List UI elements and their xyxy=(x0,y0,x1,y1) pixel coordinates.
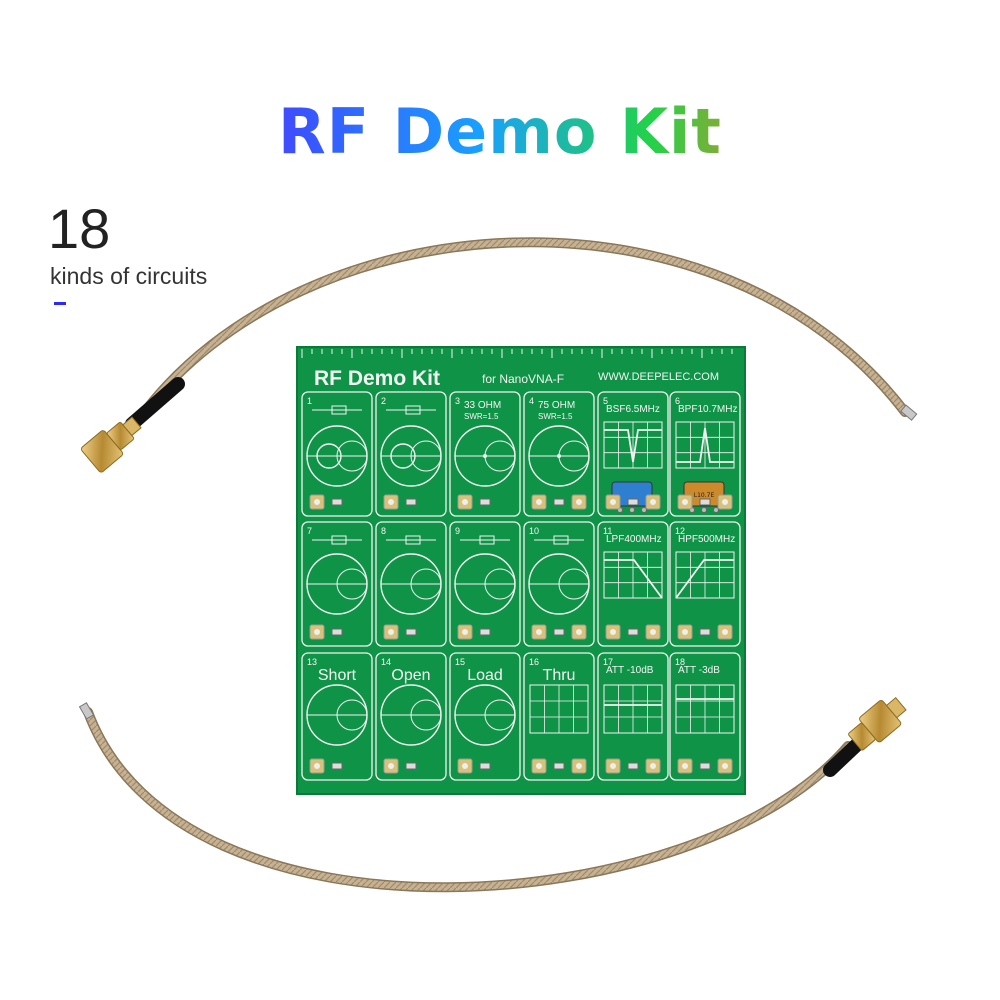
cell-label: Short xyxy=(318,667,357,684)
cell-label: 75 OHM xyxy=(538,400,575,411)
smd-component xyxy=(627,762,639,770)
smd-component xyxy=(479,762,491,770)
response-curve xyxy=(675,559,734,599)
smd-component xyxy=(479,628,491,636)
cell-number: 10 xyxy=(529,526,539,536)
pcb-cell-9: 9 xyxy=(449,521,521,647)
smd-component xyxy=(699,628,711,636)
pcb-website: WWW.DEEPELEC.COM xyxy=(598,371,719,383)
cell-sublabel: SWR=1.5 xyxy=(464,412,499,421)
smd-component xyxy=(331,498,343,506)
smd-component xyxy=(405,628,417,636)
cell-number: 2 xyxy=(381,396,386,406)
ufl-connector-left xyxy=(78,702,95,720)
pcb-cell-10: 10 xyxy=(523,521,595,647)
smd-component xyxy=(331,762,343,770)
cell-number: 1 xyxy=(307,396,312,406)
cell-label: 33 OHM xyxy=(464,400,501,411)
smd-component xyxy=(331,628,343,636)
component-mark: L10.7E xyxy=(694,492,715,499)
smd-component xyxy=(479,498,491,506)
sma-connector-right xyxy=(848,697,907,751)
smd-component xyxy=(553,628,565,636)
pcb-ruler-ticks xyxy=(301,349,733,358)
cell-label: Open xyxy=(391,667,430,684)
cell-number: 12 xyxy=(675,526,685,536)
pcb-cell-2: 2 xyxy=(375,391,447,517)
accent-bar xyxy=(54,302,66,305)
cell-number: 18 xyxy=(675,657,685,667)
ufl-connector-right xyxy=(900,404,918,421)
headline: RF Demo Kit xyxy=(0,95,1000,168)
pcb-cell-7: 7 xyxy=(301,521,373,647)
cell-label: BSF6.5MHz xyxy=(606,404,660,415)
smd-component xyxy=(627,498,639,506)
cell-number: 16 xyxy=(529,657,539,667)
cell-label: ATT -3dB xyxy=(678,665,720,676)
cell-number: 3 xyxy=(455,396,460,406)
cell-number: 9 xyxy=(455,526,460,536)
blue-filter-component xyxy=(611,481,653,513)
pcb-title: RF Demo Kit xyxy=(314,367,440,390)
cell-number: 11 xyxy=(603,526,612,536)
cell-number: 5 xyxy=(603,396,608,406)
cell-number: 8 xyxy=(381,526,386,536)
smd-component xyxy=(553,762,565,770)
cell-number: 6 xyxy=(675,396,680,406)
pcb-cell-8: 8 xyxy=(375,521,447,647)
stat-value: 18 xyxy=(48,197,111,260)
sma-connector-left xyxy=(80,416,142,473)
smd-component xyxy=(405,498,417,506)
cell-number: 17 xyxy=(603,657,613,667)
smd-component xyxy=(553,498,565,506)
bottom-coax-cable xyxy=(78,697,907,893)
cell-label: HPF500MHz xyxy=(678,534,735,545)
smd-component xyxy=(405,762,417,770)
cell-number: 4 xyxy=(529,396,534,406)
cell-label: ATT -10dB xyxy=(606,665,654,676)
cell-sublabel: SWR=1.5 xyxy=(538,412,573,421)
smd-component xyxy=(627,628,639,636)
cell-number: 7 xyxy=(307,526,312,536)
cell-label: LPF400MHz xyxy=(606,534,662,545)
pcb-subtitle: for NanoVNA-F xyxy=(482,372,564,386)
stat-label: kinds of circuits xyxy=(50,263,208,289)
cell-label: Load xyxy=(467,667,503,684)
cell-number: 14 xyxy=(381,657,391,667)
cell-number: 13 xyxy=(307,657,317,667)
pcb-cell-1: 1 xyxy=(301,391,373,517)
cell-number: 15 xyxy=(455,657,465,667)
cell-label: Thru xyxy=(543,667,576,684)
cell-label: BPF10.7MHz xyxy=(678,404,737,415)
orange-filter-component: L10.7E xyxy=(683,481,725,513)
smd-component xyxy=(699,498,711,506)
response-curve xyxy=(604,559,663,599)
top-coax-cable xyxy=(80,237,918,473)
smd-component xyxy=(699,762,711,770)
response-curve xyxy=(676,427,734,463)
pcb-board: RF Demo Kit for NanoVNA-F WWW.DEEPELEC.C… xyxy=(296,346,746,795)
response-curve xyxy=(604,429,662,463)
